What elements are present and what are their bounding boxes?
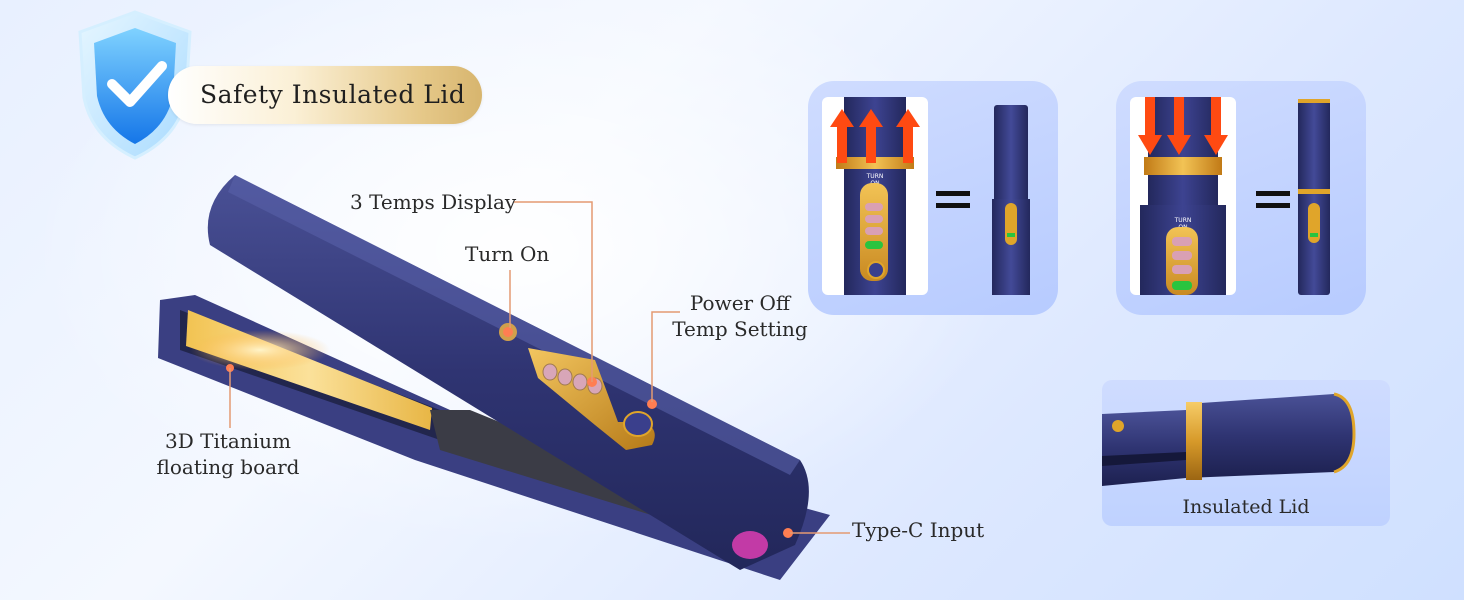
type-c-label: Type-C Input: [852, 518, 985, 542]
temps-display-label: 3 Temps Display: [350, 190, 517, 214]
lid-close-panel: TURN ON: [1116, 81, 1366, 315]
insulated-lid-label: Insulated Lid: [1182, 496, 1310, 518]
lid-close-closeup: TURN ON: [1130, 97, 1236, 295]
turn-on-label: Turn On: [465, 242, 550, 266]
badge-label: Safety Insulated Lid: [200, 80, 466, 109]
titanium-label: 3D Titanium: [165, 429, 291, 453]
device-closed-thumb: [992, 105, 1030, 295]
device-lid-thumb: [1298, 99, 1330, 295]
temp-setting-label: Temp Setting: [672, 317, 808, 341]
power-off-label: Power Off: [689, 291, 791, 315]
insulated-lid-panel: Insulated Lid: [1102, 380, 1390, 526]
hair-straightener-illustration: [158, 175, 830, 580]
up-arrows-icon: [830, 109, 920, 163]
lid-open-closeup: TURN ON: [822, 97, 928, 295]
shield-check-icon: [78, 10, 192, 160]
floating-board-label: floating board: [156, 455, 300, 479]
insulated-lid-illustration: [1102, 392, 1356, 486]
safety-badge: Safety Insulated Lid: [168, 66, 482, 124]
down-arrows-icon: [1138, 97, 1228, 155]
lid-open-panel: TURN ON: [808, 81, 1058, 315]
